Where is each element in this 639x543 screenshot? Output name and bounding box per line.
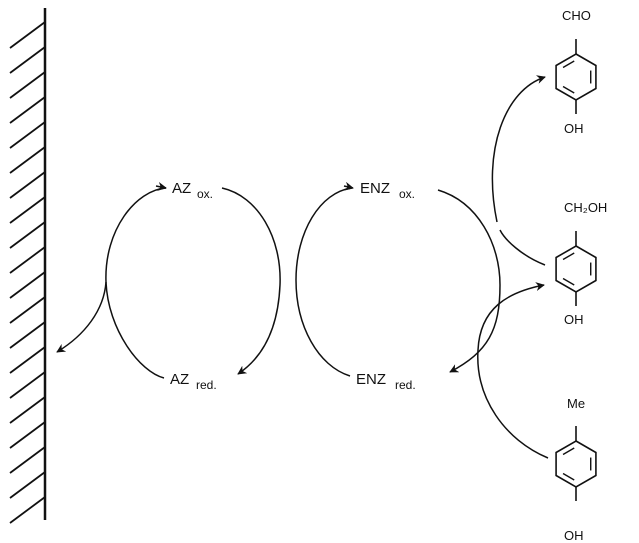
az-red-main: AZ: [170, 371, 189, 388]
hatch-line: [9, 196, 46, 224]
aldehyde-oh-label: OH: [564, 121, 584, 136]
az-left-arc: [105, 187, 167, 379]
alcohol-to-cycle-line: [499, 229, 546, 266]
ring-double-bond: [562, 252, 575, 261]
benzene-ring: [555, 245, 597, 293]
arrow-to-az-ox: [155, 181, 167, 191]
label-az-red: AZ red.: [170, 371, 217, 392]
hatch-line: [9, 96, 46, 124]
hatch-line: [9, 171, 46, 199]
hatch-line: [9, 371, 46, 399]
az-red-sub: red.: [196, 378, 217, 392]
electrode-hatching: [9, 21, 46, 524]
aldehyde-group-label: CHO: [562, 8, 591, 23]
cresol-group-label: Me: [567, 396, 585, 411]
arrow-to-alcohol: [477, 282, 549, 459]
arrow-to-aldehyde: [491, 75, 546, 223]
molecule-aldehyde: CHO OH: [555, 8, 597, 136]
label-enz-ox: ENZ ox.: [360, 180, 415, 201]
enz-ox-sub: ox.: [399, 187, 415, 201]
hatch-line: [9, 246, 46, 274]
electrode: [9, 8, 47, 524]
arrow-to-electrode: [56, 281, 107, 353]
hatch-line: [9, 346, 46, 374]
enz-left-arc: [295, 187, 353, 377]
hatch-line: [9, 271, 46, 299]
enz-red-main: ENZ: [356, 371, 386, 388]
hatch-line: [9, 446, 46, 474]
ring-double-bond: [562, 277, 575, 286]
benzene-ring: [555, 53, 597, 101]
hatch-line: [9, 21, 46, 49]
molecule-alcohol: CH₂OH OH: [555, 200, 607, 327]
hatch-line: [9, 471, 46, 499]
ring-double-bond: [562, 447, 575, 456]
alcohol-oh-label: OH: [564, 312, 584, 327]
cresol-oh-label: OH: [564, 528, 584, 543]
arrow-to-enz-red: [437, 189, 501, 373]
label-az-ox: AZ ox.: [172, 180, 213, 201]
hatch-line: [9, 296, 46, 324]
hatch-line: [9, 146, 46, 174]
benzene-ring: [555, 440, 597, 488]
hatch-line: [9, 71, 46, 99]
hatch-line: [9, 46, 46, 74]
hatch-line: [9, 396, 46, 424]
hatch-line: [9, 496, 46, 524]
az-cycle: [56, 181, 281, 379]
hatch-line: [9, 321, 46, 349]
enz-cycle: [295, 181, 501, 377]
ring-double-bond: [562, 85, 575, 94]
arrow-to-az-red: [221, 187, 281, 375]
az-ox-main: AZ: [172, 180, 191, 197]
hatch-line: [9, 121, 46, 149]
az-ox-sub: ox.: [197, 187, 213, 201]
alcohol-group-label: CH₂OH: [564, 200, 607, 215]
molecule-cresol: Me OH: [555, 396, 597, 543]
ring-double-bond: [562, 472, 575, 481]
hatch-line: [9, 221, 46, 249]
label-enz-red: ENZ red.: [356, 371, 416, 392]
ring-double-bond: [562, 60, 575, 69]
arrow-to-enz-ox: [343, 181, 354, 191]
enz-ox-main: ENZ: [360, 180, 390, 197]
enz-red-sub: red.: [395, 378, 416, 392]
substrate-arrows: [477, 75, 549, 459]
hatch-line: [9, 421, 46, 449]
